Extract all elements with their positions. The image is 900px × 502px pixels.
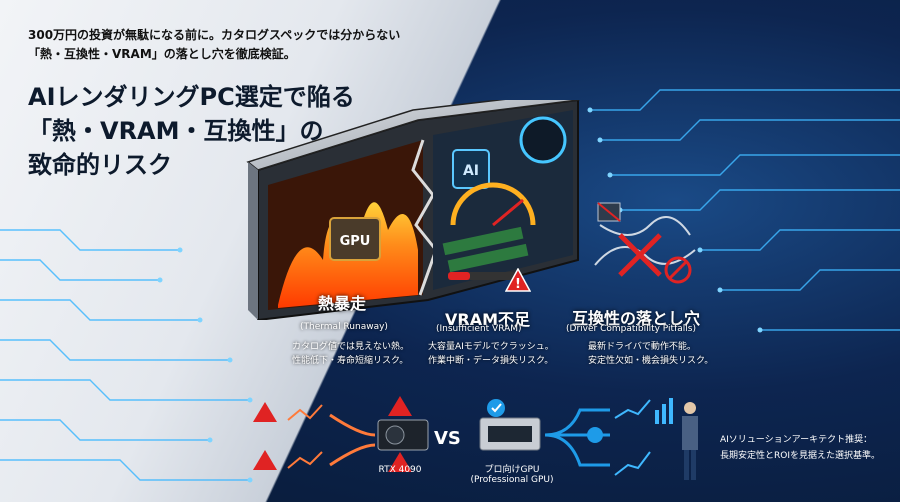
section-vram-title: VRAM不足 — [445, 310, 531, 329]
title-line-3: 致命的リスク — [28, 151, 172, 179]
right-gpu-label-2: (Professional GPU) — [470, 475, 554, 485]
intro-line-1: 300万円の投資が無駄になる前に。カタログスペックでは分からない — [28, 28, 401, 42]
recommendation-line-2: 長期安定性とROIを見据えた選択基準。 — [720, 451, 880, 461]
svg-text:!: ! — [515, 277, 521, 292]
intro-line-2: 「熱・互換性・VRAM」の落とし穴を徹底検証。 — [28, 47, 296, 61]
section-compat-desc: 最新ドライバで動作不能。 安定性欠如・機会損失リスク。 — [588, 340, 713, 368]
pc-case-illustration: GPU AI — [246, 100, 580, 320]
gpu-chip — [329, 217, 381, 261]
warning-icons-left — [253, 396, 412, 472]
comparison-graphic — [253, 396, 698, 480]
gpu-chip-label: GPU — [340, 234, 371, 249]
section-thermal-desc-2: 性能低下・寿命短縮リスク。 — [292, 356, 409, 366]
ai-badge: AI — [463, 163, 479, 179]
intro-text: 300万円の投資が無駄になる前に。カタログスペックでは分からない 「熱・互換性・… — [28, 26, 400, 64]
section-compat-desc-1: 最新ドライバで動作不能。 — [588, 342, 696, 352]
right-gpu-label-1: プロ向けGPU — [484, 465, 540, 475]
section-compat-subtitle: (Driver Compatibility Pitfalls) — [566, 324, 696, 334]
vram-warning-icon: ! — [505, 268, 531, 292]
left-gpu-label: RTX 4090 — [378, 465, 422, 475]
compatibility-icons — [594, 202, 696, 284]
page-title: AIレンダリングPC選定で陥る 「熱・VRAM・互換性」の 致命的リスク — [28, 80, 355, 182]
title-line-2: 「熱・VRAM・互換性」の — [28, 117, 324, 145]
right-gpu-label: プロ向けGPU (Professional GPU) — [452, 462, 572, 485]
section-thermal-subtitle: (Thermal Runaway) — [300, 322, 388, 332]
section-thermal-desc-1: カタログ値では見えない熱。 — [292, 342, 410, 352]
title-line-1: AIレンダリングPC選定で陥る — [28, 83, 355, 111]
section-thermal-title: 熱暴走 — [318, 294, 367, 313]
section-vram-subtitle: (Insufficient VRAM) — [436, 324, 522, 334]
section-vram-desc-2: 作業中断・データ損失リスク。 — [428, 356, 554, 366]
recommendation-line-1: AIソリューションアーキテクト推奨： — [720, 435, 873, 445]
section-thermal-desc: カタログ値では見えない熱。 性能低下・寿命短縮リスク。 — [292, 340, 409, 368]
recommendation-text: AIソリューションアーキテクト推奨： 長期安定性とROIを見据えた選択基準。 — [720, 432, 880, 464]
section-compat-desc-2: 安定性欠如・機会損失リスク。 — [588, 356, 714, 366]
section-vram-desc: 大容量AIモデルでクラッシュ。 作業中断・データ損失リスク。 — [428, 340, 554, 368]
section-vram-desc-1: 大容量AIモデルでクラッシュ。 — [428, 342, 554, 352]
vs-label: VS — [434, 428, 461, 449]
section-compat-title: 互換性の落とし穴 — [572, 309, 701, 328]
